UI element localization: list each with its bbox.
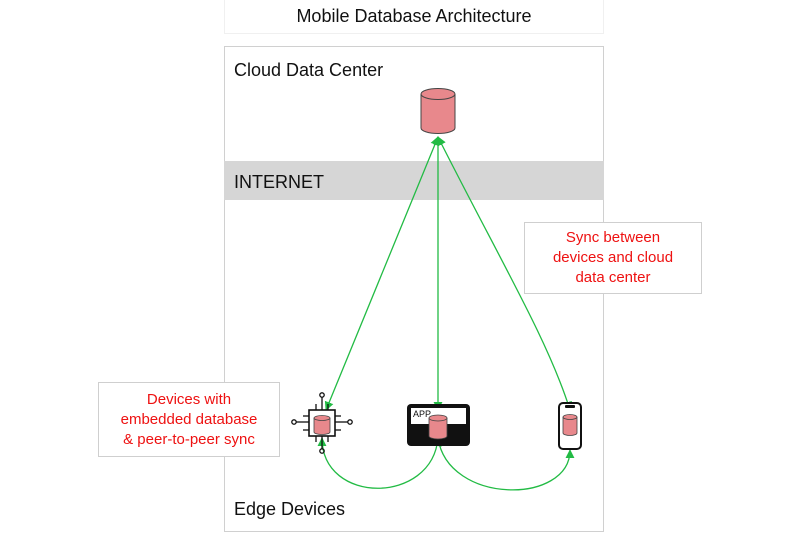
sync-note-line: Sync between	[565, 229, 661, 246]
phone-icon	[558, 402, 582, 450]
sync-link-phone	[437, 136, 572, 411]
sync-link-chip	[324, 136, 440, 411]
cloud-sync-links	[324, 136, 572, 411]
cloud-region-label: Cloud Data Center	[234, 60, 384, 80]
tablet-app-label: APP	[413, 409, 431, 419]
embedded-note: Devices with embedded database & peer-to…	[98, 382, 280, 457]
diagram-title: Mobile Database Architecture	[296, 6, 532, 26]
internet-label: INTERNET	[234, 172, 324, 192]
sync-note: Sync between devices and cloud data cent…	[524, 222, 702, 294]
edge-region-label: Edge Devices	[234, 499, 346, 519]
title-frame	[224, 0, 604, 34]
embedded-note-line: & peer-to-peer sync	[123, 430, 255, 448]
peer-to-peer-links	[317, 437, 575, 491]
embedded-note-line: Devices with	[146, 390, 232, 408]
cloud-database-icon	[420, 88, 456, 134]
p2p-link-tablet-phone	[437, 437, 575, 491]
sync-note-line: data center	[575, 269, 651, 286]
p2p-link-chip-tablet	[317, 437, 442, 489]
tablet-icon: APP	[407, 404, 470, 446]
sync-note-line: devices and cloud	[552, 249, 674, 266]
embedded-note-line: embedded database	[120, 410, 258, 428]
embedded-chip-icon	[291, 392, 353, 454]
